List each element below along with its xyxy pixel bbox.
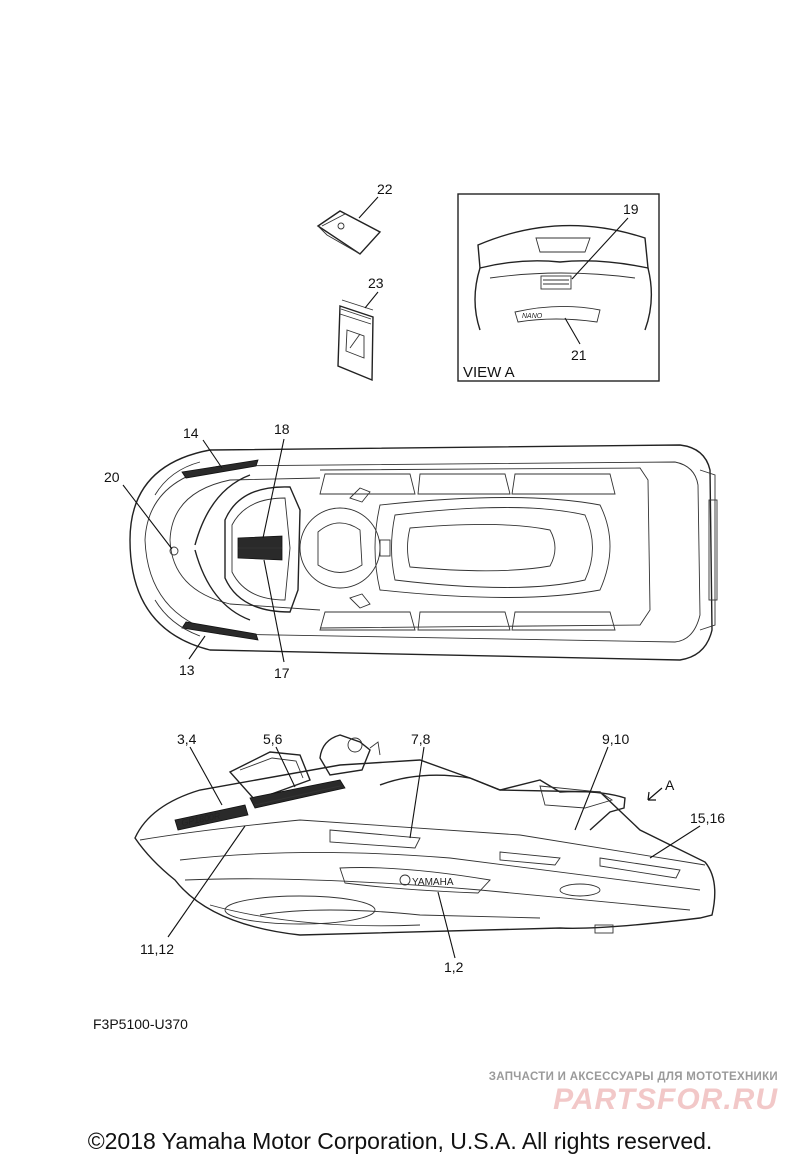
top-view-watercraft bbox=[129, 444, 718, 661]
callout-13: 13 bbox=[179, 662, 195, 678]
leader-17 bbox=[263, 559, 285, 663]
leader-3-4 bbox=[189, 746, 223, 806]
leader-23 bbox=[364, 291, 379, 309]
leader-1-2 bbox=[437, 891, 456, 959]
callout-11-12: 11,12 bbox=[140, 941, 174, 957]
leader-11-12 bbox=[167, 825, 246, 938]
leader-18 bbox=[262, 438, 285, 539]
leader-7-8 bbox=[409, 746, 425, 839]
callout-7-8: 7,8 bbox=[411, 731, 431, 747]
part-23-manual bbox=[337, 299, 374, 382]
callout-21: 21 bbox=[571, 347, 587, 363]
callout-15-16: 15,16 bbox=[690, 810, 725, 826]
leader-9-10 bbox=[574, 746, 609, 831]
callout-19: 19 bbox=[623, 201, 639, 217]
part-22-pouch bbox=[316, 210, 382, 255]
leader-22 bbox=[358, 196, 379, 219]
leader-21 bbox=[564, 317, 581, 345]
callout-17: 17 bbox=[274, 665, 290, 681]
callout-view-a: A bbox=[665, 777, 675, 793]
callout-5-6: 5,6 bbox=[263, 731, 283, 747]
view-a-arrow-icon bbox=[647, 787, 663, 801]
callout-3-4: 3,4 bbox=[177, 731, 197, 747]
reference-code: F3P5100-U370 bbox=[93, 1016, 188, 1032]
side-view-watercraft: GP1800R YAMAHA bbox=[134, 734, 716, 936]
copyright-notice: ©2018 Yamaha Motor Corporation, U.S.A. A… bbox=[87, 1128, 713, 1154]
decal-nano: NANO bbox=[522, 313, 543, 320]
watermark-brand: PARTSFOR.RU bbox=[553, 1083, 778, 1116]
leader-20 bbox=[122, 484, 173, 550]
leader-13 bbox=[188, 635, 206, 660]
decal-yamaha: YAMAHA bbox=[412, 877, 454, 888]
view-a-inset: NANO VIEW A bbox=[457, 193, 660, 382]
callout-9-10: 9,10 bbox=[602, 731, 629, 747]
callout-23: 23 bbox=[368, 275, 384, 291]
callout-20: 20 bbox=[104, 469, 120, 485]
watermark: ЗАПЧАСТИ И АКСЕССУАРЫ ДЛЯ МОТОТЕХНИКИ PA… bbox=[478, 1071, 778, 1117]
leader-14 bbox=[202, 439, 223, 469]
watermark-tagline: ЗАПЧАСТИ И АКСЕССУАРЫ ДЛЯ МОТОТЕХНИКИ bbox=[488, 1071, 778, 1083]
callout-18: 18 bbox=[274, 421, 290, 437]
callout-22: 22 bbox=[377, 181, 393, 197]
leader-5-6 bbox=[275, 746, 296, 788]
view-a-label: VIEW A bbox=[463, 364, 515, 381]
leader-19 bbox=[571, 217, 629, 280]
callout-1-2: 1,2 bbox=[444, 959, 464, 975]
leader-15-16 bbox=[649, 825, 701, 859]
callout-14: 14 bbox=[183, 425, 199, 441]
